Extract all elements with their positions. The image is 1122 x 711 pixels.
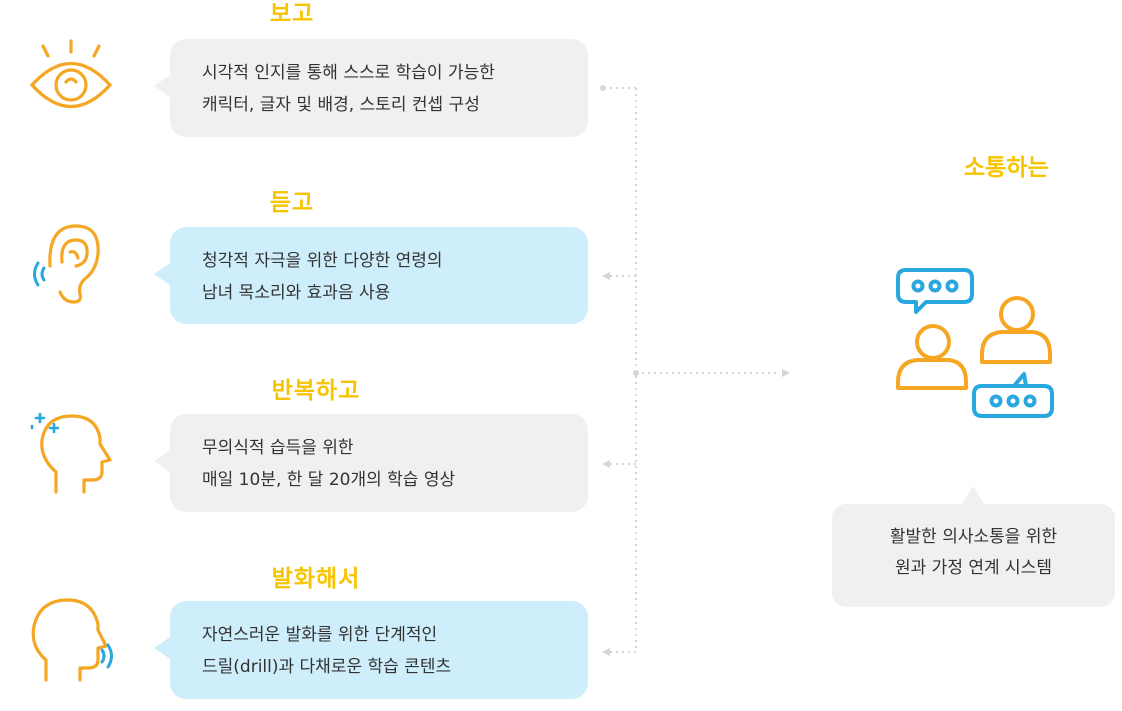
step-text-line: 캐릭터, 글자 및 배경, 스토리 컨셉 구성: [202, 95, 480, 115]
ear-icon: [30, 222, 110, 306]
step-text-line: 남녀 목소리와 효과음 사용: [202, 283, 391, 303]
step-bubble-repeat: 무의식적 습득을 위한 매일 10분, 한 달 20개의 학습 영상: [154, 414, 588, 512]
eye-icon: [26, 38, 116, 110]
step-text-line: 매일 10분, 한 달 20개의 학습 영상: [202, 470, 456, 490]
step-bubble-see: 시각적 인지를 통해 스스로 학습이 가능한 캐릭터, 글자 및 배경, 스토리…: [154, 39, 588, 137]
step-text-line: 자연스러운 발화를 위한 단계적인: [202, 625, 438, 645]
step-title-listen: 듣고: [269, 190, 315, 216]
result-bubble: 활발한 의사소통을 위한 원과 가정 연계 시스템: [832, 486, 1115, 607]
step-text-line: 드릴(drill)과 다채로운 학습 콘텐츠: [202, 657, 452, 677]
step-bubble-listen: 청각적 자극을 위한 다양한 연령의 남녀 목소리와 효과음 사용: [154, 227, 588, 324]
result-text-line: 활발한 의사소통을 위한: [889, 527, 1058, 547]
step-title-see: 보고: [269, 1, 315, 27]
result-text-line: 원과 가정 연계 시스템: [895, 558, 1052, 578]
conversation-people-icon: [894, 264, 1056, 420]
step-bubble-speak: 자연스러운 발화를 위한 단계적인 드릴(drill)과 다채로운 학습 콘텐츠: [154, 601, 588, 699]
result-title: 소통하는: [964, 155, 1049, 181]
step-title-speak: 발화해서: [271, 566, 361, 592]
step-text-line: 무의식적 습득을 위한: [202, 438, 354, 458]
head-sparkle-icon: [30, 408, 114, 496]
step-text-line: 청각적 자극을 위한 다양한 연령의: [202, 251, 443, 271]
step-text-line: 시각적 인지를 통해 스스로 학습이 가능한: [202, 63, 495, 83]
step-title-repeat: 반복하고: [271, 378, 361, 404]
speaking-head-icon: [30, 598, 120, 682]
